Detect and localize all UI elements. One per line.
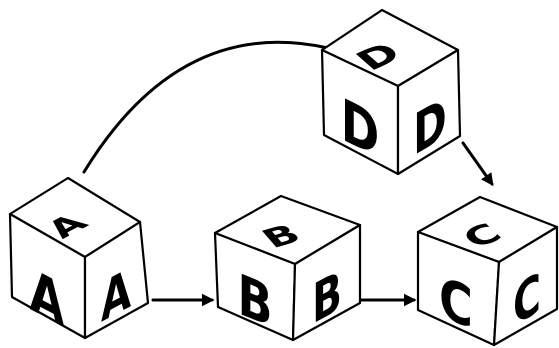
block-b-right-letter: B [312,258,342,337]
block-d: D D D [320,8,462,176]
arrow-d-to-c [461,141,494,187]
arc-connector-a-to-d [82,40,330,174]
block-b-left-letter: B [237,262,272,341]
block-a: A A A [8,176,150,341]
block-c: C C C [416,195,559,347]
block-b: B B B [213,194,362,342]
block-c-left-letter: C [439,264,473,342]
